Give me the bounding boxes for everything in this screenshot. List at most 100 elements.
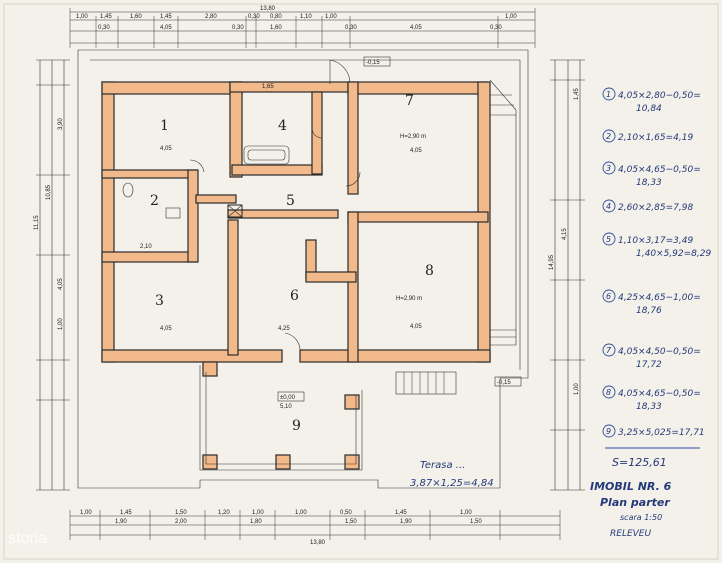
calc-result: 18,33 bbox=[636, 178, 662, 188]
calc-number: 1 bbox=[606, 90, 611, 99]
bottom-dim-row2-item: 1,90 bbox=[400, 519, 412, 525]
top-dim-row2-item: 4,05 bbox=[160, 25, 172, 31]
title-block: IMOBIL NR. 6 Plan parter scara 1:50 RELE… bbox=[590, 480, 672, 539]
bottom-dim-row2-item: 1,50 bbox=[345, 519, 357, 525]
room-4-dim: 1,65 bbox=[262, 84, 274, 90]
room-labels: 1 2 3 4 5 6 7 8 9 bbox=[150, 93, 434, 434]
calc-number-circle bbox=[602, 232, 616, 246]
top-dim-row1-item: 1,45 bbox=[100, 14, 112, 20]
stairs-right bbox=[489, 79, 517, 346]
bottom-dim-row1-item: 1,45 bbox=[395, 510, 407, 516]
top-dim-row1-item: 1,45 bbox=[160, 14, 172, 20]
calc-number-circle bbox=[602, 199, 616, 213]
room-8-label: 8 bbox=[425, 263, 434, 279]
calc-formula: 4,05×2,80−0,50= bbox=[618, 91, 701, 101]
calc-result: 17,72 bbox=[636, 360, 662, 370]
room-7-dim: 4,05 bbox=[410, 148, 422, 154]
room-8-dim: 4,05 bbox=[410, 324, 422, 330]
top-dim-row1-item: 1,00 bbox=[325, 14, 337, 20]
level-mark-3: -0,15 bbox=[497, 380, 511, 386]
room-1-dim: 4,05 bbox=[160, 146, 172, 152]
right-dim-item: 4,15 bbox=[562, 228, 568, 240]
bottom-dim-row1-item: 1,00 bbox=[460, 510, 472, 516]
room-3-dim: 4,05 bbox=[160, 326, 172, 332]
calc-number-circle bbox=[602, 129, 616, 143]
calc-number: 4 bbox=[606, 202, 611, 211]
room-6-label: 6 bbox=[290, 288, 299, 304]
calc-formula: 4,05×4,50−0,50= bbox=[618, 347, 701, 357]
calc-result: 10,84 bbox=[636, 104, 662, 114]
calc-result: 18,76 bbox=[636, 306, 662, 316]
bottom-dim-row1-item: 1,20 bbox=[218, 510, 230, 516]
calc-formula: 4,05×4,65−0,50= bbox=[618, 389, 701, 399]
right-dim-item: 1,00 bbox=[574, 383, 580, 395]
calc-number: 9 bbox=[606, 427, 611, 436]
bottom-dim-row2-item: 1,90 bbox=[115, 519, 127, 525]
terrace-note-line2: 3,87×1,25=4,84 bbox=[410, 478, 494, 489]
calc-number-circle bbox=[602, 87, 616, 101]
right-dims-list: 14,954,151,001,45 bbox=[549, 88, 580, 395]
calc-formula: 4,25×4,65−1,00= bbox=[618, 293, 701, 303]
room-3-label: 3 bbox=[155, 293, 164, 309]
calc-number-circle bbox=[602, 424, 616, 438]
calc-formula: 1,10×3,17=3,49 bbox=[618, 236, 693, 246]
bottom-dim-row2-item: 1,80 bbox=[250, 519, 262, 525]
right-dim-item: 1,45 bbox=[574, 88, 580, 100]
terrace-note: Terasa ... 3,87×1,25=4,84 bbox=[410, 460, 494, 489]
calc-result: 1,40×5,92=8,29 bbox=[636, 249, 711, 259]
total-area: S=125,61 bbox=[612, 456, 667, 469]
sheet-border bbox=[3, 3, 719, 560]
room-inner-dims: 4,05 2,10 4,05 1,65 4,25 4,05 4,05 5,10 … bbox=[140, 84, 426, 410]
calc-number-circle bbox=[602, 385, 616, 399]
calc-formula: 2,60×2,85=7,98 bbox=[618, 203, 693, 213]
bottom-dim-row1-item: 1,45 bbox=[120, 510, 132, 516]
calc-result: 18,33 bbox=[636, 402, 662, 412]
left-dim-item: 4,05 bbox=[58, 278, 64, 290]
bottom-dim-row1-item: 1,00 bbox=[80, 510, 92, 516]
right-dimension-chain: 14,954,151,001,45 bbox=[549, 59, 585, 491]
room-2-label: 2 bbox=[150, 193, 159, 209]
level-mark-1: -0,15 bbox=[366, 60, 380, 66]
calc-number: 2 bbox=[606, 132, 611, 141]
top-dim-row2-item: 0,30 bbox=[490, 25, 502, 31]
left-dim-item: 1,00 bbox=[58, 318, 64, 330]
bottom-dim-row2-item: 1,50 bbox=[470, 519, 482, 525]
top-overall-dim: 13,80 bbox=[260, 6, 276, 12]
top-dim-row1-item: 1,00 bbox=[76, 14, 88, 20]
top-dim-row2-item: 0,30 bbox=[98, 25, 110, 31]
chimney bbox=[227, 204, 243, 218]
calc-number: 7 bbox=[606, 346, 612, 355]
room-2-dim: 2,10 bbox=[140, 244, 152, 250]
bottom-dim-row1-item: 1,50 bbox=[175, 510, 187, 516]
top-dim-row2-item: 1,60 bbox=[270, 25, 282, 31]
calc-number: 5 bbox=[606, 235, 611, 244]
calc-number: 6 bbox=[606, 292, 611, 301]
room-4-label: 4 bbox=[278, 118, 287, 134]
room-8-height: H=2,90 m bbox=[396, 296, 422, 302]
calc-number-circle bbox=[602, 289, 616, 303]
plan-title: Plan parter bbox=[600, 496, 670, 509]
door-swings bbox=[189, 59, 361, 353]
top-dim-row2-item: 0,30 bbox=[232, 25, 244, 31]
sink bbox=[165, 207, 181, 219]
bottom-overall-dim: 13,80 bbox=[310, 540, 326, 546]
scale-text: scara 1:50 bbox=[620, 513, 662, 522]
terrace-rail bbox=[199, 365, 363, 471]
building-title: IMOBIL NR. 6 bbox=[590, 480, 672, 493]
left-dim-item: 10,85 bbox=[46, 184, 52, 200]
terrace-note-line1: Terasa ... bbox=[420, 460, 465, 471]
top-dim-row1-item: 2,80 bbox=[205, 14, 217, 20]
calc-formula: 2,10×1,65=4,19 bbox=[618, 133, 693, 143]
top-dim-row1-item: 0,30 bbox=[248, 14, 260, 20]
drawing-type: RELEVEU bbox=[610, 529, 651, 539]
storia-watermark: storia bbox=[8, 530, 47, 547]
bottom-dim-row1-item: 0,50 bbox=[340, 510, 352, 516]
calc-number: 8 bbox=[606, 388, 611, 397]
top-dim-row2-item: 4,05 bbox=[410, 25, 422, 31]
